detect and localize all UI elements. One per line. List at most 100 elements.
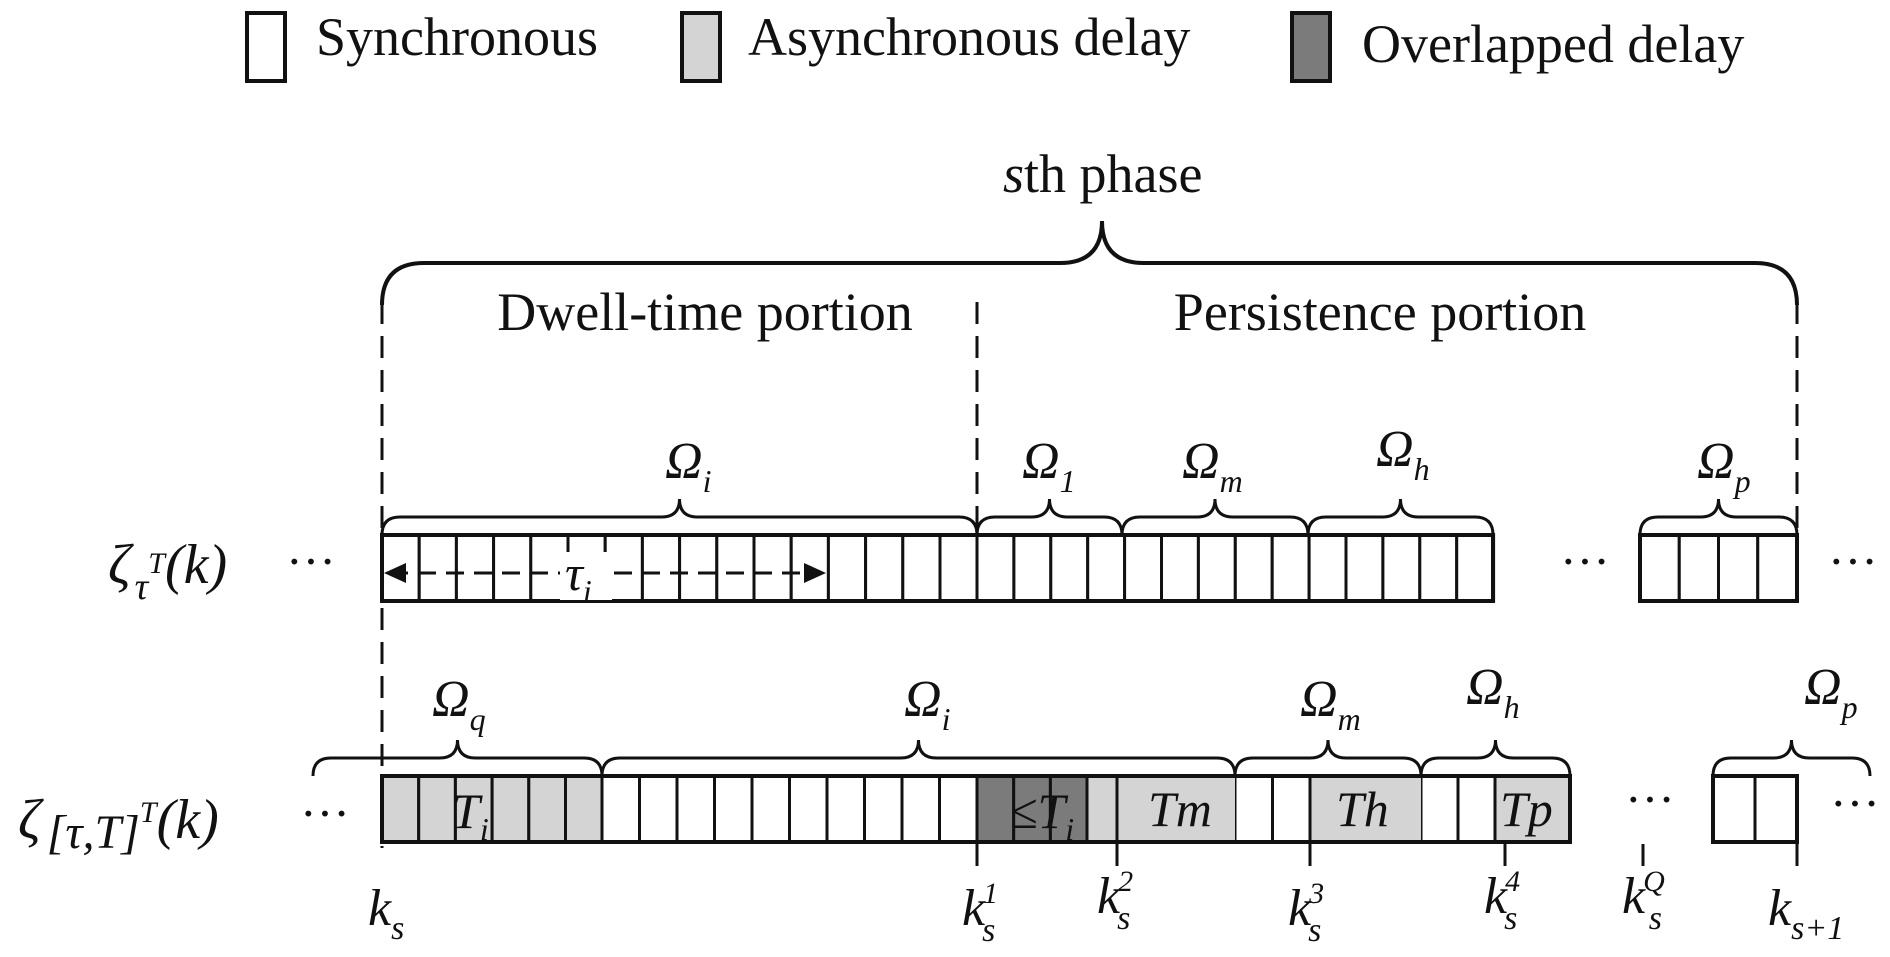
- row1-omega-m-symbol: Ω: [1182, 433, 1220, 490]
- row1-cell: [417, 533, 458, 603]
- row1-cell: [1677, 533, 1720, 603]
- segment-label-Th: Th: [1336, 781, 1389, 837]
- row1-omega-h: Ωh: [1376, 421, 1430, 487]
- tau-label: τi: [565, 545, 592, 609]
- segment-label-Ti: Ti: [452, 783, 489, 847]
- legend: Synchronous Asynchronous delay Overlappe…: [245, 7, 1744, 83]
- row1-cell: [1233, 533, 1274, 603]
- tick-label-k4-sup: 4: [1505, 865, 1520, 898]
- row1-omega-h-symbol: Ω: [1376, 421, 1414, 478]
- segment-label-leTi: ≤Ti: [1010, 783, 1074, 847]
- row1-cell: [492, 533, 533, 603]
- row1-cell: [678, 533, 719, 603]
- row2-omega-h: Ωh: [1466, 659, 1520, 725]
- tick-label-ks1-base: k: [1768, 880, 1792, 937]
- row2-cell: [938, 774, 979, 844]
- row2-ellipsis-right: ···: [1830, 775, 1880, 831]
- segment-label-Ti-sub: i: [480, 811, 489, 847]
- row1-cell: [1123, 533, 1163, 603]
- segment-label-leTi-base: ≤T: [1010, 783, 1068, 839]
- row1-omega-1: Ω1: [1022, 433, 1076, 499]
- tick-label-k2-base: k: [1097, 868, 1121, 925]
- row1-brace-omega-h: [1306, 498, 1495, 536]
- row1-omega-i-sub: i: [703, 463, 712, 499]
- row1-omega-p: Ωp: [1697, 433, 1751, 499]
- row1-cell: [975, 533, 1016, 603]
- row1-zeta: ζ: [108, 534, 134, 596]
- row2-cell: [675, 774, 716, 844]
- row2-sub: [τ,T]: [47, 806, 140, 859]
- tick-label-k1-sub: s: [982, 912, 995, 949]
- row2-omega-m-sub: m: [1338, 701, 1361, 737]
- tick-label-kQ-sup: Q: [1643, 865, 1665, 898]
- row2-cell: [638, 774, 679, 844]
- row2-omega-i-sub: i: [942, 701, 951, 737]
- row1-cell: [1756, 533, 1799, 603]
- segment-label-leTi-sub: i: [1065, 811, 1074, 847]
- tau-label-bg: [560, 552, 612, 600]
- phase-title-s: s: [1003, 144, 1024, 204]
- legend-synchronous-swatch: [245, 11, 287, 83]
- row1-omega-m: Ωm: [1182, 433, 1243, 499]
- segment-label-Tm: Tm: [1148, 781, 1212, 837]
- row1-cell: [1012, 533, 1053, 603]
- row2-label: ζ[τ,T]T(k): [18, 789, 219, 859]
- row1-omega-p-sub: p: [1733, 463, 1751, 499]
- tick-label-ks1-sub: s+1: [1791, 910, 1844, 947]
- row2-omega-h-symbol: Ω: [1466, 659, 1504, 716]
- row2-omega-h-sub: h: [1504, 689, 1520, 725]
- tau-label-base: τ: [565, 545, 585, 601]
- legend-asynchronous-swatch: [680, 11, 722, 83]
- row1-ellipsis-left: ···: [286, 533, 336, 589]
- row1-cell: [1270, 533, 1311, 603]
- row1-omega-i-symbol: Ω: [665, 433, 703, 490]
- tick-label-k3-sub: s: [1308, 912, 1321, 949]
- row1-cell: [640, 533, 682, 603]
- phase-title: sth phase: [1003, 144, 1202, 204]
- row2-th-fill: [1310, 776, 1421, 842]
- row1-sup-T: T: [148, 547, 167, 580]
- tick-label-ks-sub: s: [391, 910, 404, 947]
- row1-ellipsis-mid: ···: [1560, 533, 1610, 589]
- row1-cell: [1049, 533, 1090, 603]
- row1-cell: [1196, 533, 1237, 603]
- tick-label-ks1: ks+1: [1768, 880, 1844, 947]
- row2-cell: [1753, 774, 1799, 844]
- tick-label-k3-sup: 3: [1308, 877, 1324, 910]
- row2-cell: [713, 774, 754, 844]
- row1-cell: [1086, 533, 1127, 603]
- row2-omega-i-symbol: Ω: [904, 671, 942, 728]
- row2-omega-q-symbol: Ω: [432, 671, 470, 728]
- row1-omega-m-sub: m: [1220, 463, 1243, 499]
- tick-marks: [975, 844, 1799, 866]
- row2-cell: [490, 774, 531, 844]
- persistence-portion-label: Persistence portion: [1174, 282, 1586, 342]
- row2-cell: [825, 774, 866, 844]
- row2-cell: [380, 774, 421, 844]
- row2-cell: [1711, 774, 1757, 844]
- tick-label-k4-sub: s: [1504, 900, 1517, 937]
- row2-brace-omega-p: [1711, 739, 1872, 777]
- row1-cell: [454, 533, 496, 603]
- row1-omega-h-sub: h: [1414, 451, 1430, 487]
- row1-cell: [1344, 533, 1385, 603]
- row2-cell: [1419, 774, 1460, 844]
- row2-cells: [380, 774, 1799, 844]
- row2-brace-omega-q: [311, 739, 604, 777]
- row1-omega-1-sub: 1: [1060, 463, 1076, 499]
- row2-cell: [527, 774, 567, 844]
- row1-right-block: [1638, 533, 1799, 603]
- row1-cell: [752, 533, 793, 603]
- tick-label-kQ-base: k: [1622, 868, 1646, 925]
- row1-omega-p-symbol: Ω: [1697, 433, 1735, 490]
- legend-overlapped-swatch: [1290, 11, 1332, 83]
- phase-title-suffix: th phase: [1024, 144, 1202, 204]
- row2-cell: [1456, 774, 1497, 844]
- row2-omega-p: Ωp: [1804, 659, 1858, 725]
- row1-cell: [1418, 533, 1459, 603]
